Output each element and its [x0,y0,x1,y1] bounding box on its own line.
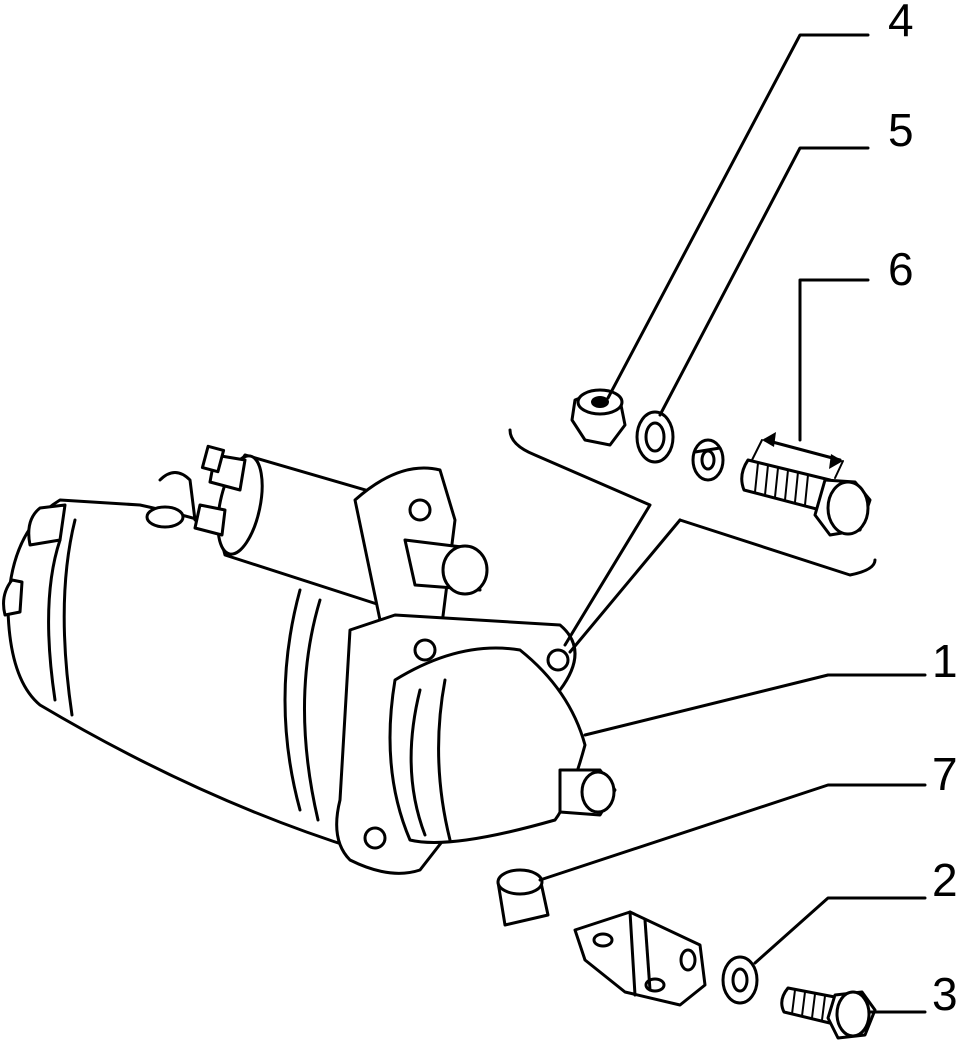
split-washer [691,438,725,482]
callout-3: 3 [932,968,958,1020]
callout-1: 1 [932,635,958,687]
nut [570,388,627,447]
callout-2: 2 [932,854,958,906]
callout-6: 6 [888,243,914,295]
callout-labels: 4 5 6 1 7 2 3 [888,0,958,1020]
bushing [496,868,550,927]
short-bolt [780,986,877,1040]
support-bracket [573,910,707,1007]
small-washer [721,955,759,1005]
long-bolt [740,432,872,537]
flat-washer [635,410,675,464]
callout-5: 5 [888,104,914,156]
callout-4: 4 [888,0,914,46]
leader-lines [508,33,927,1014]
starter-motor [2,444,617,875]
callout-7: 7 [932,748,958,800]
